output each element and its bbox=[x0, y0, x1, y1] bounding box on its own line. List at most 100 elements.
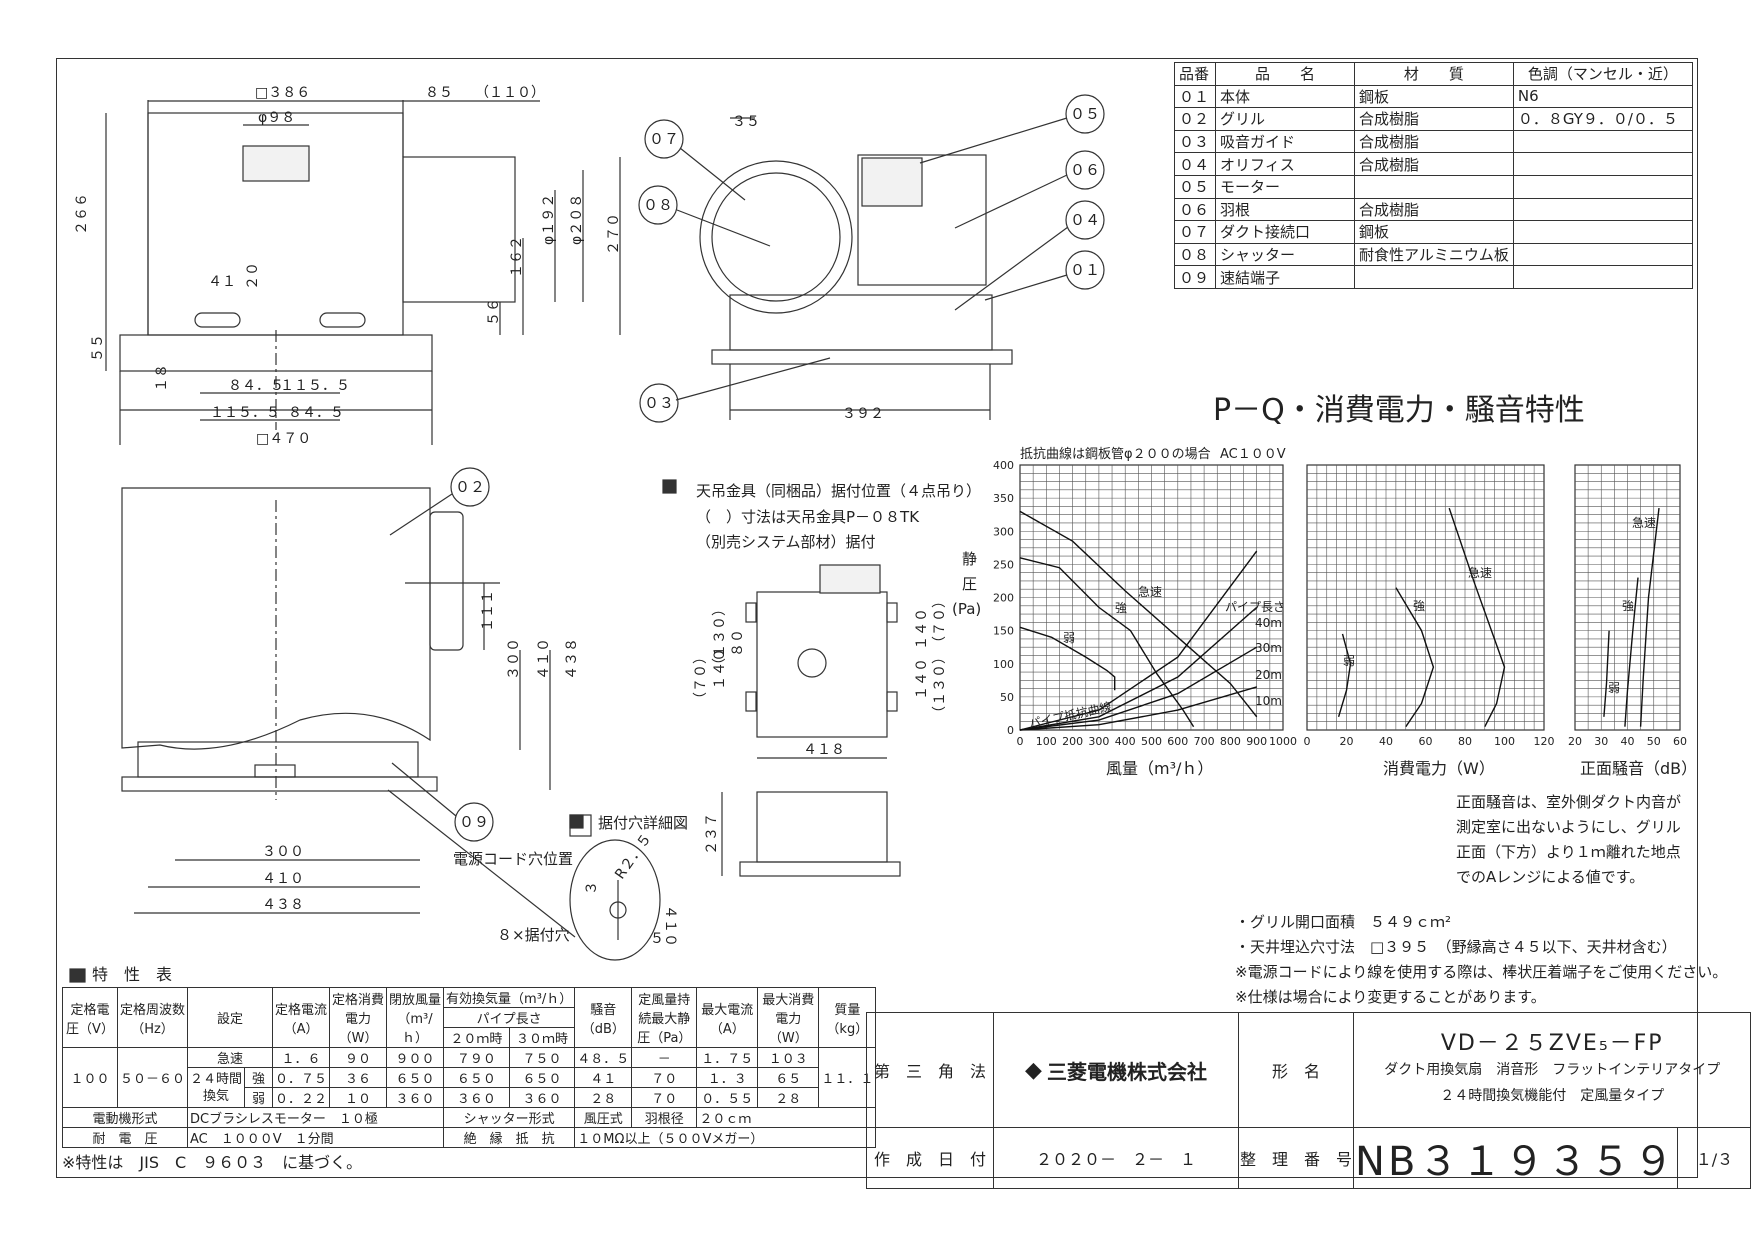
spec-maxpow: ２８ bbox=[757, 1087, 820, 1108]
creation-date: ２０２０－ ２－ １ bbox=[993, 1127, 1239, 1189]
dim-115.5-a: １１５．５ bbox=[280, 378, 350, 394]
pq-series-弱 bbox=[1019, 626, 1116, 691]
pq-series-10m bbox=[1019, 686, 1257, 731]
label-02: ０２ bbox=[455, 478, 485, 496]
dim-85: ８５ bbox=[425, 85, 453, 101]
part-name: ダクト接続口 bbox=[1215, 220, 1355, 244]
spec-h-maxcur: 最大電流（A） bbox=[696, 987, 759, 1048]
hanger-line1: 天吊金具（同梱品）据付位置（４点吊り） bbox=[696, 482, 982, 500]
dim-70-b: （７０） bbox=[932, 594, 948, 650]
dim-266: ２６６ bbox=[74, 193, 90, 235]
table-row: ２４時間換気 強 ０．７５ ３６ ６５０ ６５０ ６５０ ４１ ７０ １．３ ６… bbox=[63, 1067, 876, 1108]
part-no: ０４ bbox=[1174, 152, 1216, 176]
pq-series-40m bbox=[1019, 550, 1258, 731]
pq-y-label-3: (Pa) bbox=[952, 600, 982, 618]
pq-x-tick: 1000 bbox=[1269, 735, 1297, 748]
pq-x-tick: 700 bbox=[1194, 735, 1215, 748]
noise-label-kyu: 急速 bbox=[1632, 515, 1656, 530]
dim-418: ４１８ bbox=[803, 742, 845, 758]
dim-18: １８ bbox=[154, 364, 170, 392]
part-color bbox=[1512, 152, 1693, 176]
mounting-holes-label: ８×据付穴 bbox=[497, 926, 570, 944]
pq-label-40m: 40m bbox=[1255, 616, 1282, 630]
label-03: ０３ bbox=[644, 394, 674, 412]
pq-y-tick: 350 bbox=[993, 492, 1014, 505]
pq-label-kyu: 急速 bbox=[1138, 584, 1162, 599]
spec-set: 急速 bbox=[187, 1047, 274, 1068]
spec-air: ３６０ bbox=[386, 1087, 445, 1108]
model-desc-1: ダクト用換気扇 消音形 フラットインテリアタイプ bbox=[1384, 1062, 1721, 1078]
part-no: ０５ bbox=[1174, 174, 1216, 199]
parts-header-color: 色調（マンセル・近） bbox=[1512, 62, 1693, 86]
pq-x-tick: 300 bbox=[1088, 735, 1109, 748]
pq-series-20m bbox=[1019, 646, 1258, 731]
spec-h-noise: 騒音（dB） bbox=[574, 987, 633, 1048]
part-labels: ０５ ０７ ０６ ０８ ０４ ０１ ０３ ０２ ０９ bbox=[455, 105, 1100, 831]
note-1: ・グリル開口面積 ５４９ｃｍ² bbox=[1235, 913, 1452, 931]
part-name: グリル bbox=[1215, 107, 1355, 131]
model-cell: VD－２５ZVE₅－FP ダクト用換気扇 消音形 フラットインテリアタイプ ２４… bbox=[1353, 1012, 1752, 1128]
spec-noise: ２８ bbox=[574, 1087, 633, 1108]
spec-h-freq: 定格周波数（Hz） bbox=[116, 987, 189, 1048]
title-block-row-2: 作 成 日 付 ２０２０－ ２－ １ 整 理 番 号 NB３１９３５９ １/３ bbox=[866, 1127, 1752, 1189]
part-no: ０８ bbox=[1174, 242, 1216, 267]
power-series-強 bbox=[1395, 587, 1435, 728]
spec-static: ７０ bbox=[631, 1067, 698, 1088]
part-no: ０２ bbox=[1174, 107, 1216, 131]
part-no: ０９ bbox=[1174, 265, 1216, 289]
table-row: 耐 電 圧 AC １０００V １分間 絶 縁 抵 抗 １０MΩ以上（５００Vメガ… bbox=[61, 1127, 877, 1148]
hanger-line2: （ ）寸法は天吊金具P－０８TK bbox=[696, 508, 920, 526]
spec-blade-label: 羽根径 bbox=[631, 1107, 698, 1128]
spec-p30: ７５０ bbox=[508, 1047, 576, 1068]
note-2: ・天井埋込穴寸法 □３９５ （野縁高さ４５以下、天井材含む） bbox=[1235, 938, 1677, 956]
spec-h-p30: ３０ｍ時 bbox=[508, 1027, 576, 1048]
dim-410-v: ４１０ bbox=[536, 638, 552, 680]
dim-410-detail: ４１０ bbox=[662, 905, 678, 947]
spec-title: 特 性 表 bbox=[92, 965, 173, 984]
power-x-tick: 120 bbox=[1534, 735, 1555, 748]
model-number: VD－２５ZVE₅－FP bbox=[1440, 1031, 1664, 1056]
spec-withstand-label: 耐 電 圧 bbox=[61, 1127, 189, 1148]
dim-111: １１１ bbox=[480, 590, 496, 632]
power-label-jaku: 弱 bbox=[1343, 654, 1355, 668]
spec-header-row-1: 定格電圧（V） 定格周波数（Hz） 設定 定格電流（A） 定格消費電力（W） 閉… bbox=[62, 987, 877, 1048]
dim-115.5-b: １１５．５ bbox=[210, 405, 280, 421]
noise-note-1: 正面騒音は、室外側ダクト内音が bbox=[1456, 793, 1682, 811]
noise-note-3: 正面（下方）より１ｍ離れた地点 bbox=[1456, 843, 1681, 861]
dim-140-b: １４０ bbox=[914, 608, 930, 650]
noise-note-4: でのAレンジによる値です。 bbox=[1456, 868, 1645, 886]
spec-h-pipe: パイプ長さ bbox=[443, 1007, 576, 1028]
spec-maxcur: ０．５５ bbox=[696, 1087, 759, 1108]
table-row: 弱 ０．２２ １０ ３６０ ３６０ ３６０ ２８ ７０ ０．５５ ２８ bbox=[63, 1087, 876, 1108]
dim-84.5-a: ８４．５ bbox=[228, 378, 284, 394]
title-block: 第 三 角 法 ◆ 三菱電機株式会社 形 名 VD－２５ZVE₅－FP ダクト用… bbox=[866, 1012, 1752, 1189]
spec-maxpow: ６５ bbox=[757, 1067, 820, 1088]
pq-label-jaku: 弱 bbox=[1063, 631, 1075, 645]
pq-x-label: 風量（m³/ｈ） bbox=[1106, 759, 1214, 778]
pq-y-tick: 0 bbox=[1007, 724, 1014, 737]
side-view bbox=[638, 94, 1105, 423]
dim-20: ２０ bbox=[245, 262, 261, 290]
pq-label-kyo: 強 bbox=[1115, 601, 1127, 615]
part-name: シャッター bbox=[1215, 242, 1355, 267]
label-08: ０８ bbox=[643, 196, 673, 214]
noise-note-2: 測定室に出ないようにし、グリル bbox=[1456, 818, 1681, 836]
dim-192: φ１９２ bbox=[541, 194, 557, 245]
spec-power: ９０ bbox=[329, 1047, 388, 1068]
spec-withstand: AC １０００V １分間 bbox=[187, 1127, 445, 1148]
spec-h-maxpow: 最大消費電力（W） bbox=[757, 987, 820, 1048]
pq-note: 抵抗曲線は鋼板管φ２００の場合 bbox=[1020, 447, 1211, 462]
dim-270: ２７０ bbox=[606, 213, 622, 255]
spec-shutter-label: シャッター形式 bbox=[443, 1107, 576, 1128]
dim-5: ５ bbox=[650, 931, 664, 947]
spec-freq: ５０－６０ bbox=[116, 1047, 189, 1108]
general-notes: ・グリル開口面積 ５４９ｃｍ² ・天井埋込穴寸法 □３９５ （野縁高さ４５以下、… bbox=[1235, 910, 1727, 1010]
spec-mode-24h-a: ２４時間 bbox=[190, 1071, 243, 1087]
